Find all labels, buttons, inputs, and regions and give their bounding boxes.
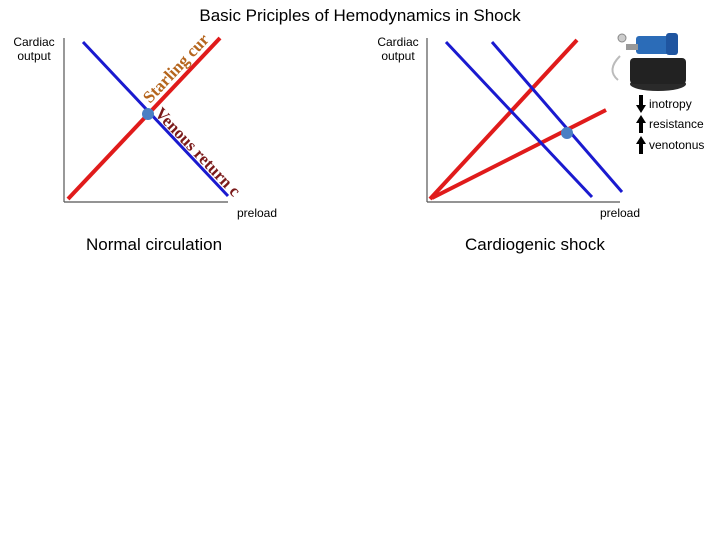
page-title: Basic Priciples of Hemodynamics in Shock: [199, 6, 521, 25]
starling-curve-line: [66, 36, 222, 201]
legend-item-inotropy: inotropy: [636, 95, 692, 113]
venous-return-curve-line: [81, 40, 230, 198]
left-y-axis-label: Cardiac output: [13, 35, 55, 63]
shifted-venous-return-line: [490, 41, 624, 193]
arrow-down-icon: [636, 95, 646, 113]
legend-item-resistance: resistance: [636, 115, 704, 133]
right-x-axis-label: preload: [599, 206, 641, 220]
right-y-axis-label: Cardiac output: [377, 35, 419, 63]
normal-starling-curve-line: [428, 38, 579, 201]
right-panel-caption: Cardiogenic shock: [465, 235, 605, 254]
left-panel-caption: Normal circulation: [86, 235, 223, 254]
arrow-up-icon: [636, 136, 646, 154]
left-equilibrium-point: [142, 108, 154, 120]
normal-venous-return-line: [444, 40, 594, 199]
right-equilibrium-point: [561, 127, 573, 139]
venous-return-curve-label: Venous return curve: [0, 0, 245, 201]
legend-label-venotonus: venotonus: [649, 138, 705, 152]
legend-item-venotonus: venotonus: [636, 136, 704, 154]
water-pump-icon: [611, 33, 686, 91]
arrow-up-icon: [636, 115, 646, 133]
depressed-starling-curve-line: [431, 108, 607, 200]
legend-label-inotropy: inotropy: [649, 97, 692, 111]
legend-label-resistance: resistance: [649, 117, 704, 131]
left-x-axis-label: preload: [236, 206, 278, 220]
starling-curve-label: Starling curve: [0, 0, 213, 107]
